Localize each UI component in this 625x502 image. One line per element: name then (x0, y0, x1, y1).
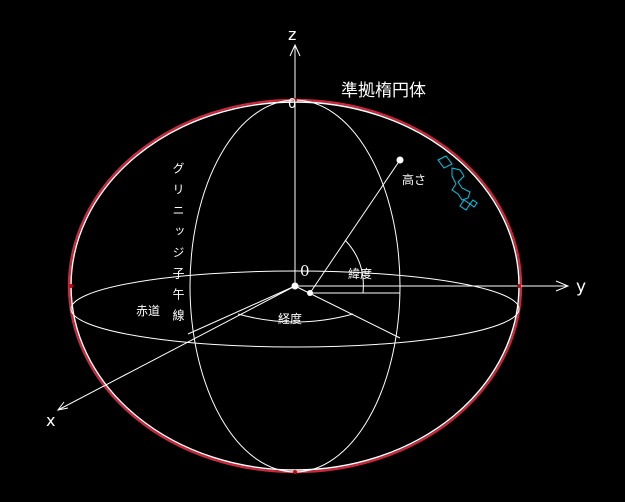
longitude-label: 経度 (278, 311, 302, 326)
height-point (396, 156, 404, 164)
foot-point (307, 290, 313, 296)
origin-label: 0 (300, 262, 310, 280)
origin-point (291, 282, 299, 290)
top-pole-label: 0 (288, 97, 296, 112)
pole-top-mark (293, 98, 297, 102)
equator-left-mark (69, 284, 73, 288)
y-axis-arrow (555, 280, 570, 292)
equator-right-mark (517, 284, 521, 288)
greenwich-meridian-label: グリニッジ子午線 (171, 162, 185, 330)
ellipsoid-title: 準拠楕円体 (341, 81, 426, 101)
x-axis-arrow (56, 401, 69, 411)
x-axis-label: x (46, 411, 55, 430)
x-axis-line (57, 285, 296, 411)
latitude-arc (344, 239, 364, 294)
normal-line (309, 159, 401, 294)
japan-map-icon (437, 155, 478, 211)
longitude-line (294, 285, 401, 339)
pole-bottom-mark (293, 470, 297, 474)
y-axis-label: y (576, 277, 586, 297)
equator-label: 赤道 (136, 304, 160, 318)
points (69, 98, 521, 474)
height-label: 高さ (402, 172, 426, 187)
greenwich-equator-line (187, 285, 296, 335)
z-axis-label: z (288, 25, 296, 44)
latitude-label: 緯度 (348, 266, 372, 281)
radial-lines (187, 159, 401, 339)
z-axis-arrow (289, 43, 301, 57)
longitude-arc (237, 313, 354, 323)
axes (56, 43, 570, 411)
